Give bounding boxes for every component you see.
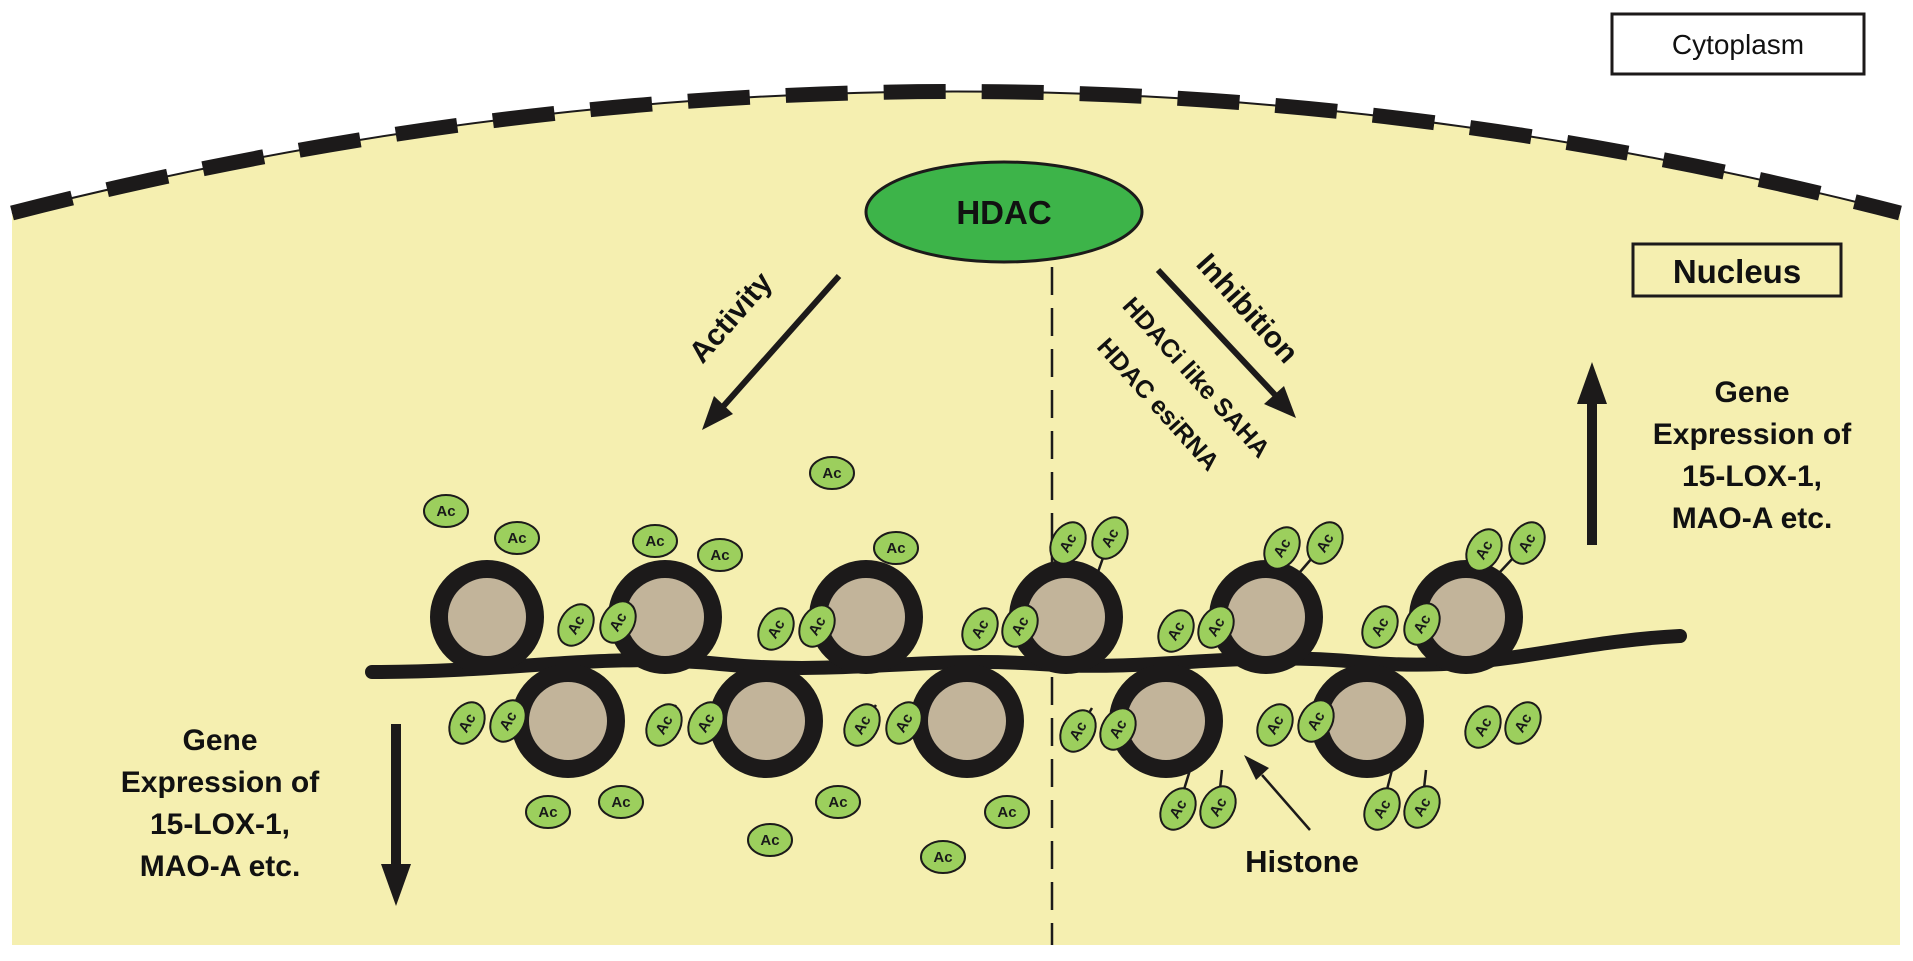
acetyl-group: Ac [1361,605,1399,649]
acetyl-label: Ac [997,804,1016,821]
acetyl-group: Ac [1199,769,1237,829]
acetyl-group: Ac [1499,521,1546,573]
acetyl-group: Ac [1099,707,1137,751]
svg-text:MAO-A etc.: MAO-A etc. [140,850,301,883]
hdac-label: HDAC [956,194,1051,231]
acetyl-group: Ac [1256,703,1294,747]
acetyl-group: Ac [1403,769,1441,829]
acetyl-group: Ac [1197,605,1235,649]
acetyl-group: Ac [961,607,999,651]
acetyl-group: Ac [1157,609,1195,653]
nuclear-envelope-pores [10,84,1902,221]
activity-arrow [702,274,842,430]
acetyl-group: Ac [843,703,881,747]
acetyl-group: Ac [423,494,469,528]
acetyl-group: Ac [1465,528,1503,573]
acetyl-group: Ac [489,699,527,743]
nucleus-region [12,91,1900,945]
acetyl-group: Ac [1504,701,1542,745]
acetyl-group: Ac [599,600,637,644]
histone [709,664,823,778]
nucleus-label: Nucleus [1673,253,1801,290]
acetyl-group: Ac [1464,705,1502,749]
cytoplasm-box: Cytoplasm [1610,12,1866,76]
acetyl-label: Ac [760,832,779,849]
svg-text:Expression of: Expression of [121,766,320,799]
acetyl-group: Ac [1049,521,1087,573]
acetyl-group: Ac [557,603,595,647]
svg-text:15-LOX-1,: 15-LOX-1, [150,808,290,841]
svg-text:Gene: Gene [1714,376,1789,409]
acetyl-group: Ac [1159,769,1197,831]
histone [511,664,625,778]
acetyl-label: Ac [538,804,557,821]
histone [910,664,1024,778]
svg-text:MAO-A etc.: MAO-A etc. [1672,502,1833,535]
acetyl-label: Ac [611,794,630,811]
acetyl-group: Ac [1263,526,1301,573]
nucleus-box: Nucleus [1631,242,1843,298]
acetyl-group: Ac [757,607,795,651]
acetyl-group: Ac [1403,602,1441,646]
acetyl-label: Ac [822,465,841,482]
acetyl-label: Ac [828,794,847,811]
svg-text:Gene: Gene [182,724,257,757]
acetyl-group: Ac [645,703,683,747]
acetyl-group: Ac [1363,769,1401,831]
acetyl-label: Ac [436,503,455,520]
acetyl-group: Ac [697,538,743,572]
acetyl-group: Ac [448,701,486,745]
gene-expression-up-arrow [1577,362,1607,545]
acetyl-group: Ac [1299,521,1344,573]
acetyl-label: Ac [710,547,729,564]
acetyl-group: Ac [1001,604,1039,648]
acetyl-group: Ac [809,456,855,490]
acetyl-group: Ac [1059,707,1097,753]
gene-expression-down-arrow [381,724,411,906]
acetyl-label: Ac [645,533,664,550]
acetyl-group: Ac [494,521,540,555]
acetyl-label: Ac [507,530,526,547]
acetyl-group: Ac [632,524,678,558]
acetyl-group: Ac [1091,516,1129,573]
gene-expression-left-label: Gene Expression of 15-LOX-1, MAO-A etc. [121,724,320,883]
histone [430,560,544,674]
svg-text:Expression of: Expression of [1653,418,1852,451]
hdac-enzyme: HDAC [864,160,1144,264]
acetyl-group: Ac [747,823,793,857]
svg-text:15-LOX-1,: 15-LOX-1, [1682,460,1822,493]
histone-label: Histone [1245,844,1359,879]
inhibition-arrow [1155,267,1296,418]
cytoplasm-label: Cytoplasm [1672,29,1804,60]
acetyl-group: Ac [873,531,919,565]
acetyl-group: Ac [815,785,861,819]
acetyl-group: Ac [687,701,725,745]
acetyl-group: Ac [1297,699,1335,743]
acetyl-label: Ac [886,540,905,557]
acetyl-group: Ac [984,795,1030,829]
acetyl-group: Ac [885,701,923,745]
acetyl-group: Ac [525,795,571,829]
histone-pointer-arrow [1244,755,1311,831]
acetyl-group: Ac [798,604,836,648]
acetyl-group: Ac [598,785,644,819]
acetyl-label: Ac [933,849,952,866]
gene-expression-right-label: Gene Expression of 15-LOX-1, MAO-A etc. [1653,376,1852,535]
acetyl-group: Ac [920,840,966,874]
